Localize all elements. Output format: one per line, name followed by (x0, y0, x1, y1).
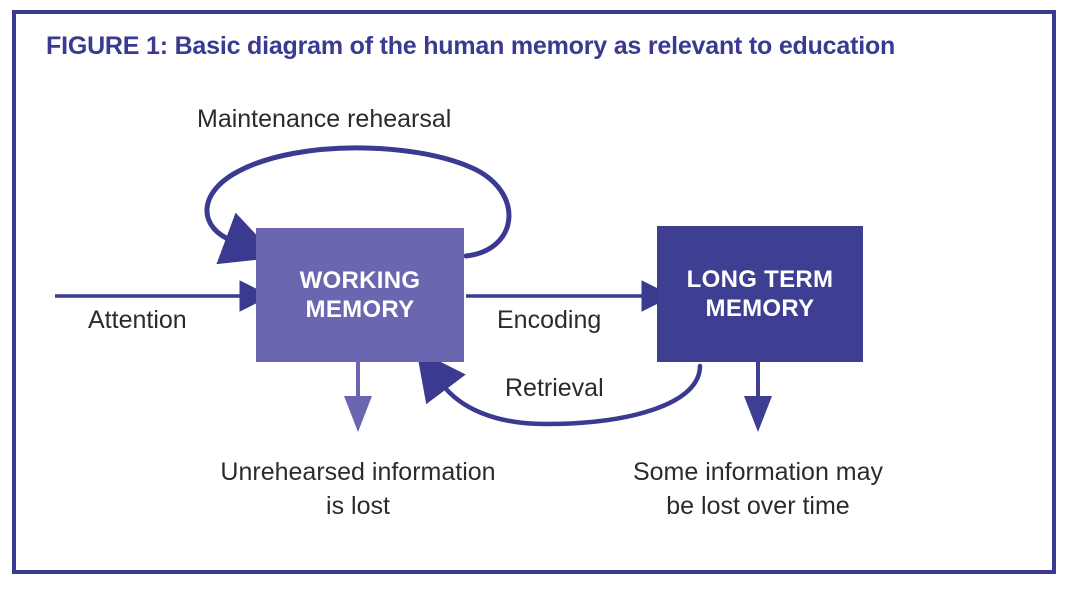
long-term-memory-node[interactable]: LONG TERM MEMORY (657, 226, 863, 362)
maintenance-rehearsal-loop (204, 145, 512, 265)
maintenance-rehearsal-label: Maintenance rehearsal (197, 105, 452, 133)
retrieval-arrow (416, 349, 703, 427)
working-memory-loss-arrow (344, 362, 372, 432)
long-term-loss-note-line2: be lost over time (666, 491, 850, 520)
unrehearsed-information-note-line2: is lost (326, 491, 390, 520)
long-term-loss-note-line1: Some information may (632, 458, 884, 486)
attention-label: Attention (88, 306, 187, 334)
unrehearsed-information-note-line1: Unrehearsed information (220, 458, 496, 486)
long-term-loss-note: Some information may be lost over time (588, 456, 928, 524)
long-term-memory-loss-arrow (744, 362, 772, 432)
figure-title: FIGURE 1: Basic diagram of the human mem… (46, 32, 896, 60)
working-memory-label-line1: WORKING (299, 266, 421, 294)
retrieval-label: Retrieval (505, 374, 604, 402)
working-memory-node[interactable]: WORKING MEMORY (256, 228, 464, 362)
working-memory-label-line2: MEMORY (305, 296, 415, 323)
unrehearsed-information-note: Unrehearsed information is lost (178, 456, 538, 524)
figure-border (12, 10, 1056, 574)
long-term-memory-label-line1: LONG TERM (686, 265, 834, 293)
long-term-memory-label-line2: MEMORY (705, 295, 815, 322)
encoding-label: Encoding (497, 306, 602, 334)
